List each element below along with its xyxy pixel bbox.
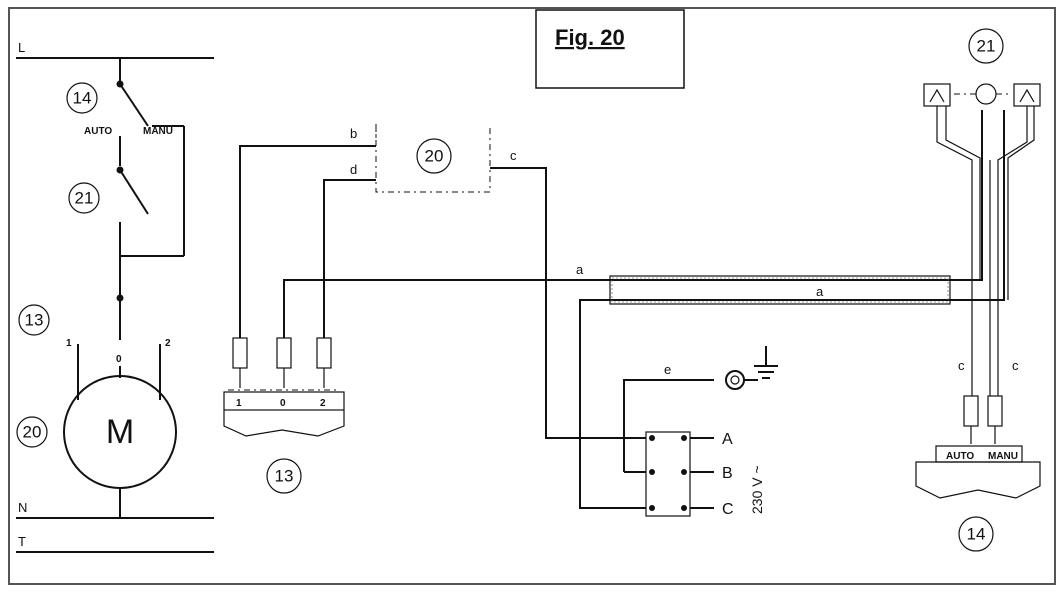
wire-c-label: c [510,148,517,163]
terminal-block: A B C 230 V ~ [624,431,765,518]
sensor-21: 21 [923,28,1041,396]
voltage-label: 230 V ~ [749,465,765,514]
connector-13: 1 0 2 13 [223,337,345,494]
motor-pin-0: 0 [116,354,122,365]
wire-e-label: e [664,362,671,377]
wire-c-right-label: c [1012,358,1019,373]
wire-a-bottom-label: a [816,284,824,299]
rail-n-label: N [18,500,27,515]
conn14-manu: MANU [988,451,1018,462]
motor-pin-2: 2 [165,338,171,349]
figure-border [8,7,1056,585]
conn13-pin-0: 0 [280,398,286,409]
rail-l-label: L [18,40,25,55]
wire-d-label: d [350,162,357,177]
schematic-panel: L N T 14 AUTO MANU 21 13 20 1 0 [16,40,214,553]
conn13-pin-1: 1 [236,398,242,409]
wire-a-top-label: a [576,262,584,277]
motor-13-id: 13 [25,311,44,330]
cable-sheath [609,275,951,305]
wiring-panel: 20 b d c a a 1 0 2 [223,28,1041,552]
switch-auto-label: AUTO [84,126,112,137]
switch-manu-label: MANU [143,126,173,137]
motor-20-id: 20 [23,423,42,442]
conn14-auto: AUTO [946,451,974,462]
unit-20-id: 20 [425,147,444,166]
sensor-21-id: 21 [977,37,996,56]
motor-pin-1: 1 [66,338,72,349]
conn13-pin-2: 2 [320,398,326,409]
wire-c-left-label: c [958,358,965,373]
conn14-id: 14 [967,525,986,544]
terminal-b-label: B [722,465,733,482]
switch-21-id: 21 [75,189,94,208]
motor-symbol-label: M [106,413,134,451]
wire-b-label: b [350,126,357,141]
figure-title: Fig. 20 [555,25,625,50]
switch-14-id: 14 [73,89,92,108]
conn13-id: 13 [275,467,294,486]
connector-14: c c AUTO MANU 14 [915,358,1041,552]
figure-title-box [535,9,685,89]
rail-t-label: T [18,534,26,549]
terminal-c-label: C [722,501,734,518]
terminal-a-label: A [722,431,733,448]
